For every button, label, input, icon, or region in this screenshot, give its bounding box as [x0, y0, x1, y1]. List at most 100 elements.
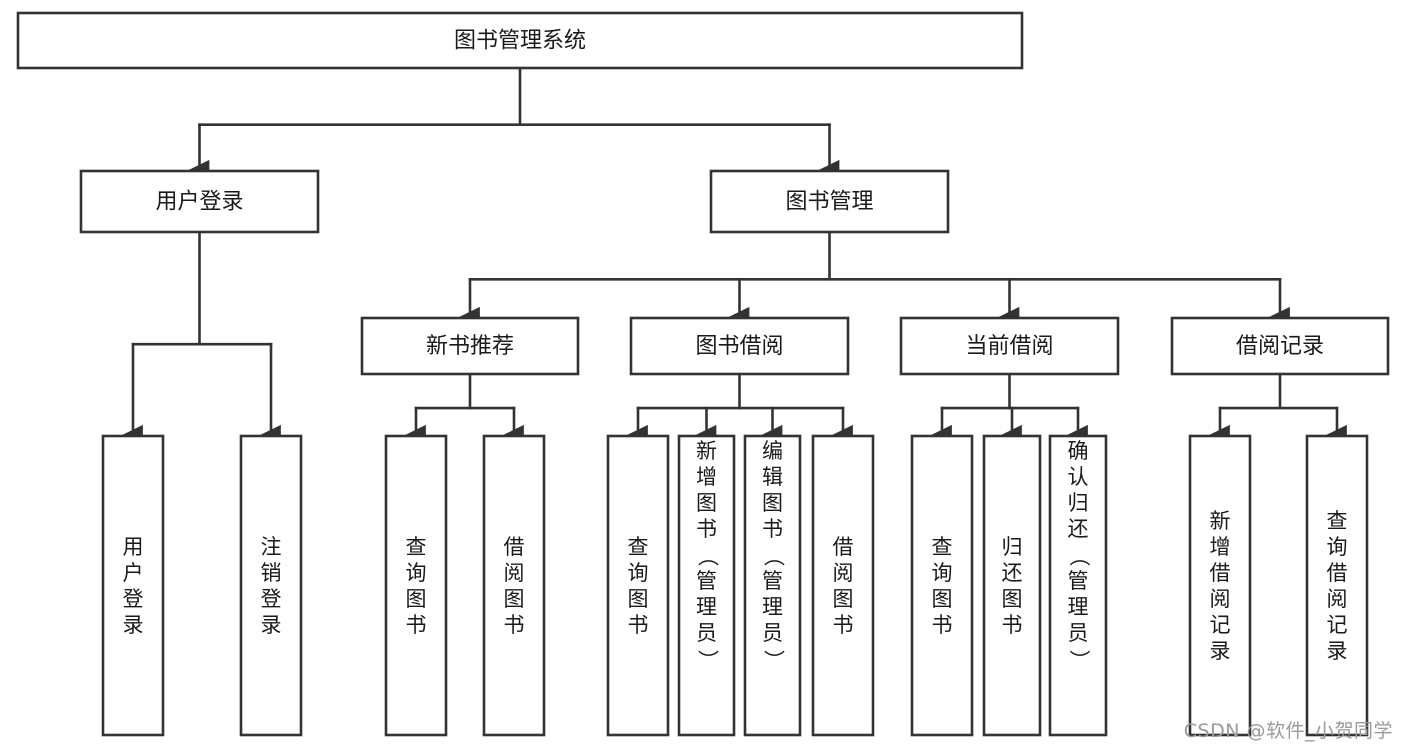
node-label-char: 图	[628, 587, 649, 611]
node-boxes: 图书管理系统用户登录图书管理新书推荐图书借阅当前借阅借阅记录用户登录注销登录查询…	[16, 11, 1390, 737]
node-label-char: 理	[1068, 595, 1089, 619]
node-box	[1188, 434, 1252, 737]
node-label: 当前借阅	[965, 334, 1053, 359]
node-label-char: 借	[1327, 561, 1348, 585]
node-box	[677, 434, 736, 737]
node-label: 借阅记录	[1236, 334, 1324, 359]
node-label-char: 管	[696, 569, 717, 593]
node-label-char: 销	[261, 561, 282, 585]
node-label-char: 录	[1210, 639, 1231, 663]
node-label-char: 管	[1068, 569, 1089, 593]
node-label-char: 用	[123, 535, 144, 559]
node-box	[360, 316, 580, 376]
node-label: 图书管理	[785, 190, 873, 215]
node-label-char: 录	[1327, 639, 1348, 663]
node-label-char: 查	[628, 535, 649, 559]
node-box	[239, 434, 303, 737]
node-label-char: 借	[504, 535, 525, 559]
node-label-char: 员	[762, 621, 783, 645]
node-box	[709, 169, 950, 234]
node-label-char: 员	[1068, 621, 1089, 645]
node-box	[982, 434, 1042, 737]
node-current-borrow[interactable]: 当前借阅	[899, 316, 1120, 376]
node-label-char: 阅	[504, 561, 525, 585]
node-label-char: 新	[696, 439, 717, 463]
node-root[interactable]: 图书管理系统	[16, 11, 1024, 70]
node-label-char: 辑	[762, 465, 783, 489]
node-label-char: 认	[1068, 465, 1089, 489]
node-book-manage[interactable]: 图书管理	[709, 169, 950, 234]
connector-edges	[122, 66, 1347, 446]
node-label-char: 还	[1002, 561, 1023, 585]
node-box	[482, 434, 546, 737]
node-label-char: 书	[932, 613, 953, 637]
node-label-char: 新	[1210, 509, 1231, 533]
node-box	[606, 434, 670, 737]
node-box	[384, 434, 448, 737]
node-label-char: 增	[696, 465, 717, 489]
node-leaf-user-login[interactable]: 用户登录	[101, 434, 165, 737]
node-label-char: 借	[1210, 561, 1231, 585]
node-label-char: 询	[628, 561, 649, 585]
node-label-char: 理	[762, 595, 783, 619]
node-label-char: 确	[1068, 439, 1089, 463]
node-label-char: 书	[1002, 613, 1023, 637]
node-box	[899, 316, 1120, 376]
node-label-char: 询	[406, 561, 427, 585]
node-label-char: 注	[261, 535, 282, 559]
node-label-char: 查	[1327, 509, 1348, 533]
node-label-char: 图	[1002, 587, 1023, 611]
node-label-char: 书	[696, 517, 717, 541]
node-label-char: 图	[762, 491, 783, 515]
node-label-char: 归	[1068, 491, 1089, 515]
node-label-char: 录	[261, 613, 282, 637]
node-label: 图书管理系统	[454, 29, 586, 54]
node-label-char: 询	[1327, 535, 1348, 559]
node-label-char: 登	[261, 587, 282, 611]
node-label-char: 记	[1327, 613, 1348, 637]
node-box	[743, 434, 802, 737]
node-box	[910, 434, 974, 737]
node-label-char: 记	[1210, 613, 1231, 637]
node-box	[811, 434, 875, 737]
node-label-char: ）	[1067, 650, 1091, 671]
node-label-char: 图	[504, 587, 525, 611]
node-label: 图书借阅	[695, 334, 783, 359]
node-label-char: 阅	[833, 561, 854, 585]
node-book-borrow[interactable]: 图书借阅	[629, 316, 850, 376]
node-label-char: 还	[1068, 517, 1089, 541]
node-label-char: 登	[123, 587, 144, 611]
node-label-char: 理	[696, 595, 717, 619]
node-box	[1170, 316, 1390, 376]
node-user-login[interactable]: 用户登录	[79, 169, 320, 234]
node-label-char: 录	[123, 613, 144, 637]
node-label-char: 图	[696, 491, 717, 515]
node-box	[1305, 434, 1369, 737]
node-label-char: 阅	[1210, 587, 1231, 611]
node-label-char: （	[1067, 546, 1091, 567]
node-box	[101, 434, 165, 737]
node-label-char: 图	[833, 587, 854, 611]
node-label-char: （	[696, 546, 720, 567]
node-box	[79, 169, 320, 234]
node-label-char: （	[762, 546, 786, 567]
node-label: 用户登录	[155, 190, 243, 215]
node-label-char: 管	[762, 569, 783, 593]
node-label-char: 户	[123, 561, 144, 585]
node-borrow-record[interactable]: 借阅记录	[1170, 316, 1390, 376]
node-new-book-rec[interactable]: 新书推荐	[360, 316, 580, 376]
node-label-char: 询	[932, 561, 953, 585]
